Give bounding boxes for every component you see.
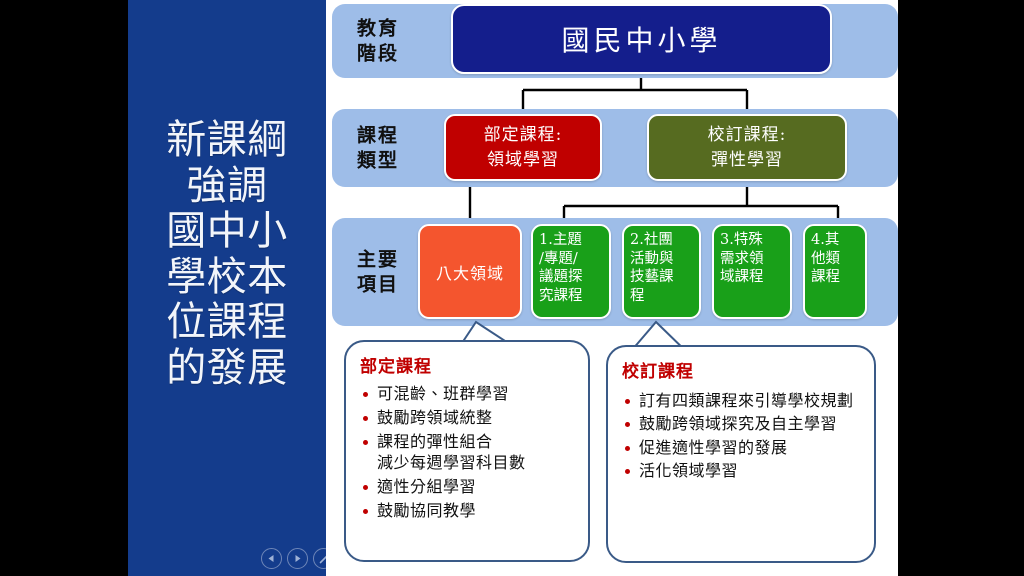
node-ministry-curriculum[interactable]: 部定課程: 領域學習 xyxy=(444,114,602,181)
callout-school-curriculum: 校訂課程 訂有四類課程來引導學校規劃 鼓勵跨領域探究及自主學習 促進適性學習的發… xyxy=(606,345,876,563)
list-item: 鼓勵協同教學 xyxy=(360,500,578,522)
list-item: 課程的彈性組合 減少每週學習科目數 xyxy=(360,431,578,475)
triangle-right-icon xyxy=(295,555,301,562)
list-item: 訂有四類課程來引導學校規劃 xyxy=(622,390,864,411)
list-item: 促進適性學習的發展 xyxy=(622,437,864,458)
callout-right-list: 訂有四類課程來引導學校規劃 鼓勵跨領域探究及自主學習 促進適性學習的發展 活化領… xyxy=(622,390,864,482)
node-item-4-other[interactable]: 4.其 他類 課程 xyxy=(803,224,867,319)
slide-title-panel: 新課綱 強調 國中小 學校本 位課程 的發展 xyxy=(128,0,412,576)
next-slide-button[interactable] xyxy=(287,548,308,569)
node-item-3-special-needs[interactable]: 3.特殊 需求領 域課程 xyxy=(712,224,792,319)
pen-icon xyxy=(319,554,328,563)
callout-left-title: 部定課程 xyxy=(360,357,432,377)
list-item: 適性分組學習 xyxy=(360,476,578,498)
row-label-education-stage: 教育 階段 xyxy=(356,17,399,64)
list-item: 可混齡、班群學習 xyxy=(360,383,578,405)
callout-right-title: 校訂課程 xyxy=(622,362,694,382)
node-item-1-theme-inquiry[interactable]: 1.主題 /專題/ 議題探 究課程 xyxy=(531,224,611,319)
slide-content: 教育 階段 課程 類型 主要 項目 國民中小學 部定課程: 領域學習 校訂課程:… xyxy=(326,0,898,576)
page-title: 新課綱 強調 國中小 學校本 位課程 的發展 xyxy=(166,117,288,391)
callout-left-list: 可混齡、班群學習 鼓勵跨領域統整 課程的彈性組合 減少每週學習科目數 適性分組學… xyxy=(360,383,578,522)
triangle-left-icon xyxy=(268,555,274,562)
list-item: 活化領域學習 xyxy=(622,460,864,481)
list-item: 鼓勵跨領域統整 xyxy=(360,407,578,429)
previous-slide-button[interactable] xyxy=(261,548,282,569)
row-label-main-items: 主要 項目 xyxy=(356,248,399,295)
callout-ministry-curriculum: 部定課程 可混齡、班群學習 鼓勵跨領域統整 課程的彈性組合 減少每週學習科目數 … xyxy=(344,340,590,562)
node-national-schools[interactable]: 國民中小學 xyxy=(451,4,832,74)
node-eight-domains[interactable]: 八大領域 xyxy=(418,224,522,319)
list-item: 鼓勵跨領域探究及自主學習 xyxy=(622,413,864,434)
node-item-2-club-arts[interactable]: 2.社團 活動與 技藝課 程 xyxy=(622,224,701,319)
node-school-curriculum[interactable]: 校訂課程: 彈性學習 xyxy=(647,114,847,181)
row-label-curriculum-type: 課程 類型 xyxy=(356,124,399,171)
